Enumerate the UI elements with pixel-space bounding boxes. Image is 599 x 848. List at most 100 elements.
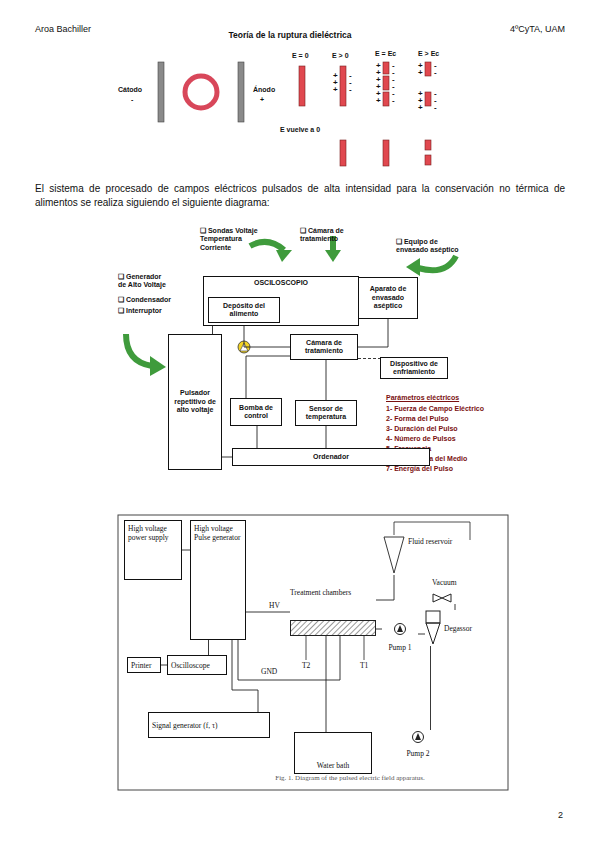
equipment-box: Signal generator (f, τ) — [148, 712, 270, 738]
callout-list: ❑ Equipo de envasado aséptico — [396, 238, 471, 255]
node-text: Vacuum — [432, 578, 480, 587]
process-box: Cámara de tratamiento — [290, 334, 358, 360]
node-text: Depósito del alimento — [211, 302, 277, 319]
field-state: E > 0 — [332, 52, 349, 60]
node-text: Fluid reservoir — [408, 537, 462, 546]
valve-symbol — [432, 593, 452, 603]
process-box: Ordenador — [232, 448, 430, 466]
equipment-box: Printer — [127, 657, 161, 673]
signal-name: T2 — [301, 662, 311, 671]
charge-signs: - - — [434, 62, 439, 76]
charge-signs: - - - — [349, 72, 354, 93]
charge-signs: - - - - - - — [392, 62, 397, 104]
figure-frame — [118, 515, 508, 790]
node-text: High voltage Pulse generator — [194, 524, 242, 542]
charge-signs: - - - — [434, 90, 439, 111]
charge-signs: + + + + + + — [376, 62, 381, 104]
fluid-reservoir: Fluid reservoir — [382, 535, 462, 575]
equipment-box: Oscilloscope — [167, 655, 227, 675]
node-text: Treatment chambers — [290, 588, 376, 597]
process-box: Bomba de control — [230, 398, 282, 426]
polarity-sign: + — [260, 96, 264, 104]
signal-name: T1 — [359, 662, 369, 671]
equipment-box: High voltage Pulse generator — [190, 520, 246, 640]
parameter-item: 7- Energía del Pulso — [386, 465, 453, 473]
parameter-item: 1- Fuerza de Campo Eléctrico — [386, 405, 484, 413]
node-text: Sensor de temperatura — [298, 405, 354, 422]
electrode-label: Ánodo — [253, 86, 275, 94]
connector — [246, 356, 290, 398]
pump-symbol — [393, 622, 407, 636]
node-text: Aparato de envasado aséptico — [361, 285, 415, 310]
node-text: High voltage power supply — [128, 524, 178, 542]
pump: Pump 2 — [400, 730, 436, 758]
funnel-symbol — [382, 535, 406, 575]
page-number: 2 — [558, 810, 563, 820]
connector — [238, 636, 340, 680]
parameter-item: 3- Duración del Pulso — [386, 425, 458, 433]
field-state: E vuelve a 0 — [280, 126, 320, 134]
node-text: Signal generator (f, τ) — [152, 721, 266, 730]
polarity-sign: - — [131, 96, 133, 104]
frame-box: OSCILOSCOPIO Depósito del alimento — [203, 276, 359, 326]
anode-plate — [238, 62, 244, 122]
process-box: Sensor de temperatura — [295, 400, 357, 426]
parameter-heading: Parámetros eléctricos — [386, 394, 459, 402]
node-text: Printer — [131, 661, 157, 670]
process-box: Dispositivo de enfriamiento — [380, 357, 448, 379]
node-text: Degassor — [444, 624, 483, 633]
callout-list: ❑ Generador de Alto Voltaje — [118, 273, 168, 290]
node-text: Bomba de control — [233, 404, 279, 421]
treatment-chamber: Treatment chambers — [290, 588, 376, 636]
connector — [326, 426, 327, 448]
process-box: Pulsador repetitivo de alto voltaje — [168, 334, 222, 470]
field-state: E = 0 — [292, 52, 309, 60]
connector — [222, 457, 232, 458]
connector — [358, 319, 388, 347]
callout-list: ❑ Cámara de tratamiento — [300, 227, 370, 244]
degassor-symbol — [425, 610, 441, 646]
figure-caption: Fig. 1. Diagram of the pulsed electric f… — [200, 774, 500, 782]
header-author: Aroa Bachiller — [35, 24, 91, 34]
electrode-label: Cátodo — [118, 86, 142, 94]
node-text: Pump 2 — [400, 749, 436, 758]
callout-list: ❑ Interruptor — [118, 307, 162, 315]
connector — [212, 326, 213, 334]
signal-name: HV — [268, 602, 281, 611]
node-text: Pump 1 — [382, 643, 418, 652]
node-text: Cámara de tratamiento — [293, 339, 355, 356]
connector — [376, 629, 382, 630]
field-state: E > Ec — [418, 50, 439, 58]
body-paragraph: El sistema de procesado de campos eléctr… — [35, 182, 565, 209]
connector — [182, 550, 190, 551]
pump: Pump 1 — [382, 622, 418, 652]
connector — [326, 636, 327, 732]
connector — [326, 360, 327, 400]
node-text: OSCILOSCOPIO — [254, 279, 308, 287]
probe-lines — [306, 636, 364, 660]
connector — [418, 634, 425, 635]
chamber-band — [290, 620, 376, 636]
equipment-box: High voltage power supply — [124, 520, 182, 580]
connector — [244, 323, 290, 347]
process-box: Aparato de envasado aséptico — [358, 277, 418, 319]
callout-list: ❑ Condensador — [118, 296, 171, 304]
parameter-item: 2- Forma del Pulso — [386, 415, 449, 423]
connector — [257, 426, 258, 448]
cathode-plate — [158, 62, 164, 122]
vacuum-valve: Vacuum — [430, 578, 480, 604]
connector — [208, 640, 209, 655]
charge-signs: + + + — [418, 90, 423, 111]
header-course: 4ºCyTA, UAM — [480, 24, 565, 34]
signal-name: GND — [260, 668, 278, 677]
membranes — [299, 62, 431, 166]
connector — [376, 575, 394, 600]
process-box: Depósito del alimento — [208, 297, 280, 323]
connector — [232, 640, 258, 712]
field-state: E = Ec — [375, 50, 396, 58]
connector — [430, 646, 431, 730]
connector — [455, 604, 456, 610]
pump-symbol — [411, 730, 425, 744]
parameter-item: 4- Número de Pulsos — [386, 435, 456, 443]
